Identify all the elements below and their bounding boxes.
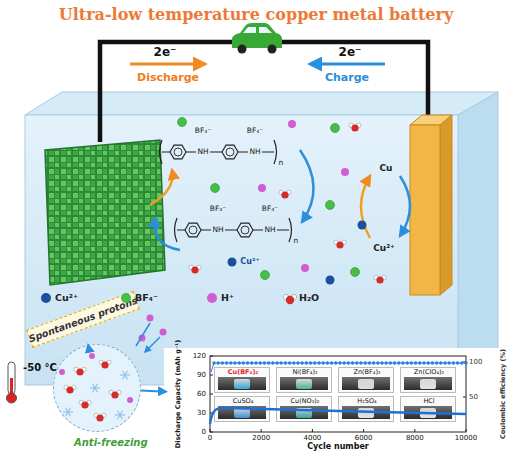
tick-label: 4000 [303,435,321,442]
solution-photo [404,406,452,419]
node-label: Cu(BF₄)₂ [228,369,258,376]
solution-photo-tile: Cu(NO₃)₂ [276,396,332,422]
node-label: CuSO₄ [233,398,254,405]
chem-label: n [279,159,284,167]
legend-label: H⁺ [221,293,234,303]
solution-photo [280,406,328,419]
legend-molecule [282,292,298,306]
tick-label: 120 [193,353,206,360]
node-label: Cu(NO₃)₂ [291,398,320,405]
tick-label: 60 [197,391,206,398]
solution-photo [342,377,390,390]
vial [358,408,374,418]
chem-label: BF₄⁻ [262,205,278,213]
vial [420,408,436,418]
tick-label: 100 [469,359,482,366]
legend-label: BF₄⁻ [135,293,158,303]
vial [420,379,436,389]
solution-photo-tile: Zn(ClO₄)₂ [400,367,456,393]
tick-label: 2000 [252,435,270,442]
connector-arrow [141,390,166,391]
node-label: Ni(BF₄)₂ [292,369,317,376]
chem-label: NH [212,226,223,234]
solution-photo-tile: HCl [400,396,456,422]
chem-label: BF₄⁻ [195,127,211,135]
chem-label: NH [197,148,208,156]
temperature-label: -50 °C [23,363,57,373]
electron-label: 2e⁻ [154,46,177,58]
chem-label: NH [249,148,260,156]
chem-label: Cu²⁺ [240,258,259,266]
node-label: HCl [423,398,434,405]
oxygen-atom [286,296,294,304]
solution-photo-tile: Ni(BF₄)₂ [276,367,332,393]
solution-photo-tile: Zn(BF₄)₂ [338,367,394,393]
chem-label: Cu [379,164,392,173]
axis-title: Cycle number [307,443,369,451]
vial [234,408,250,418]
tick-label: 90 [197,372,206,379]
connector-arrow [87,345,90,348]
solution-photo [280,377,328,390]
solution-photo-tile: H₂SO₄ [338,396,394,422]
axis-title: Discharge Capacity (mAh g⁻¹) [175,340,182,448]
legend-swatch [121,293,131,303]
process-label: Charge [325,72,369,83]
chem-label: Cu²⁺ [373,244,395,253]
chem-label: BF₄⁻ [210,205,226,213]
solution-photo-tile: CuSO₄ [214,396,270,422]
legend-swatch [207,293,217,303]
chem-label: BF₄⁻ [247,127,263,135]
node-label: Zn(ClO₄)₂ [414,369,444,376]
chem-label: NH [264,226,275,234]
tick-label: 0 [202,429,206,436]
vial [296,379,312,389]
chem-label: n [294,237,299,245]
anti-freeze-circle: Anti-freezing [53,344,141,432]
vial [234,379,250,389]
tick-label: 8000 [406,435,424,442]
legend-label: H₂O [299,293,319,303]
solution-photo [218,406,266,419]
figure-title: Ultra-low temperature copper metal batte… [59,7,454,23]
node-label: Zn(BF₄)₂ [353,369,380,376]
node-label: H₂SO₄ [357,398,376,405]
tick-label: 10000 [455,435,477,442]
solution-photo [404,377,452,390]
solution-photo [342,406,390,419]
solution-photo [218,377,266,390]
electron-label: 2e⁻ [339,46,362,58]
axis-title: Coulombic efficiency (%) [500,349,507,439]
node-label: Anti-freezing [74,438,148,448]
vial [358,379,374,389]
legend-label: Cu²⁺ [55,293,78,303]
tick-label: 50 [469,394,478,401]
solution-photo-tile: Cu(BF₄)₂ [214,367,270,393]
tick-label: 30 [197,410,206,417]
vial [296,408,312,418]
legend-swatch [41,293,51,303]
process-label: Discharge [137,72,199,83]
tick-label: 6000 [355,435,373,442]
tick-label: 0 [208,435,212,442]
